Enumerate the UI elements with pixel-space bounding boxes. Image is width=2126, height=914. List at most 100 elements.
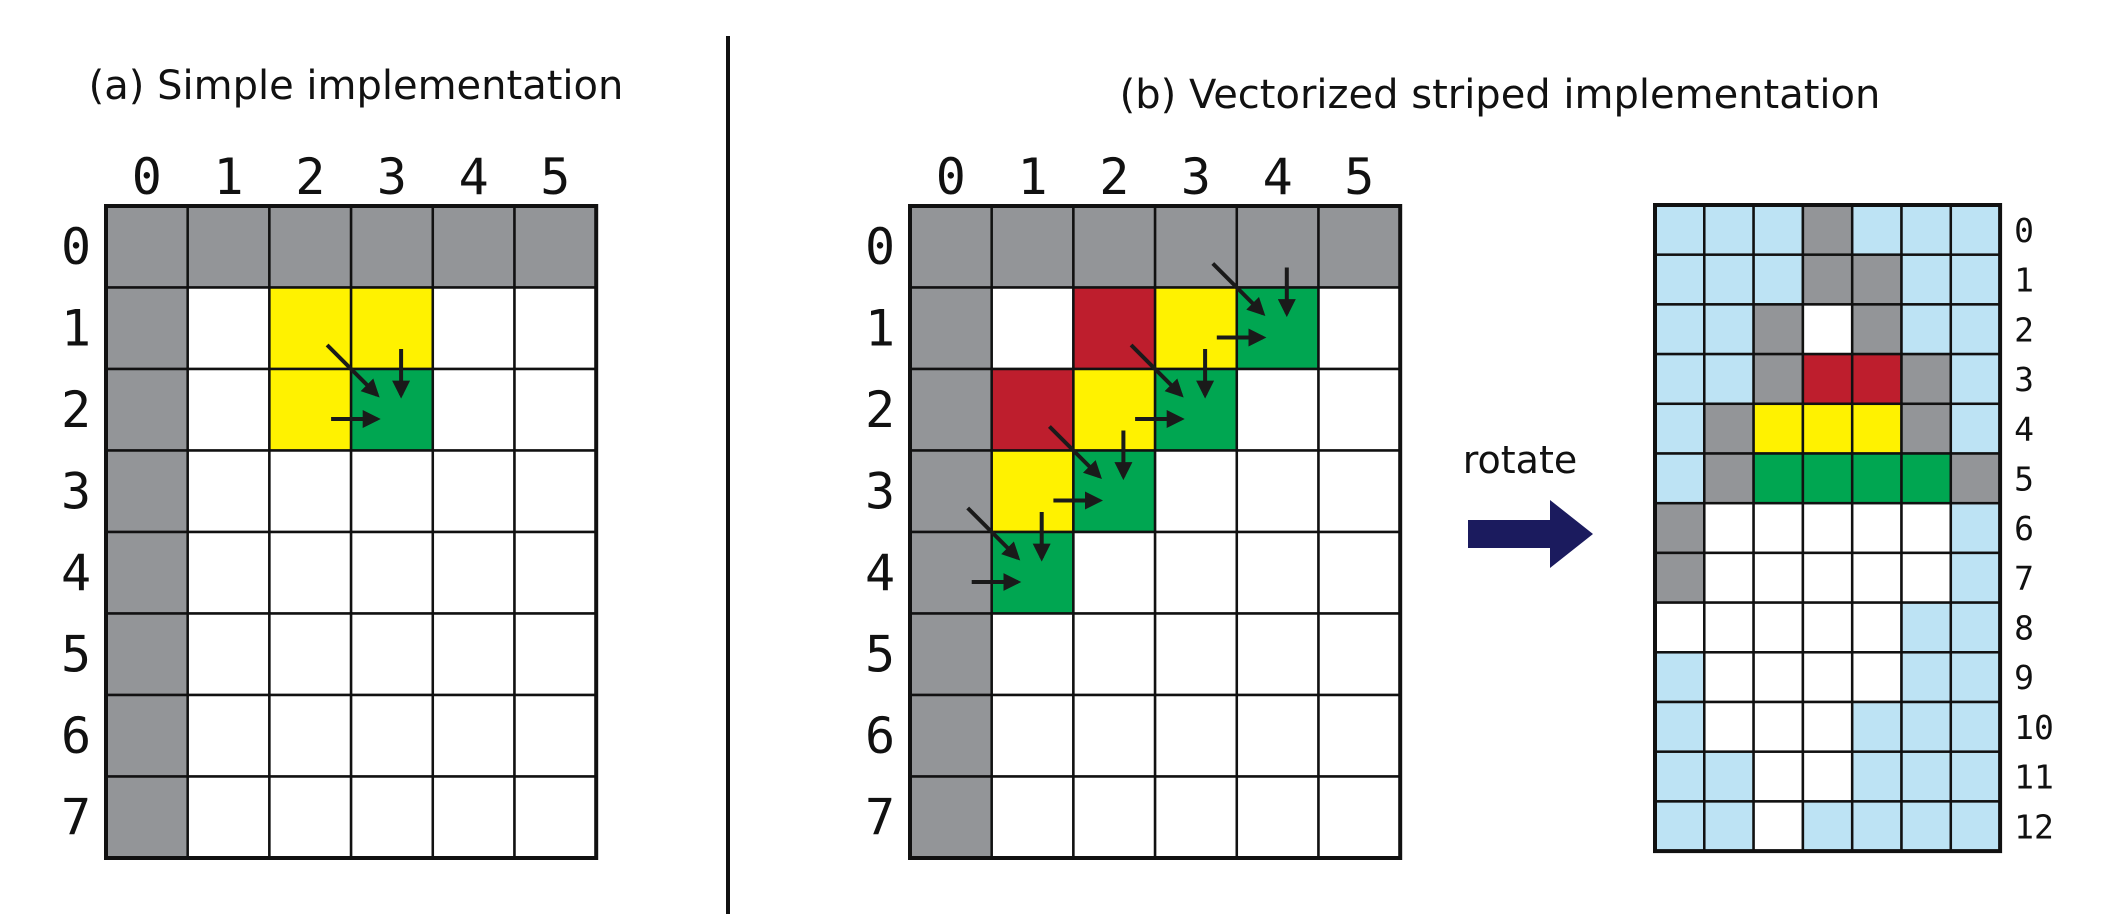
a-row-label: 5 [61,625,91,683]
a-col-label: 1 [213,148,243,206]
b-cell-r1-c1 [990,286,1075,371]
rot-cell-r4-c4 [1850,402,1903,455]
b-cell-r5-c5 [1317,612,1402,697]
rot-cell-r1-c3 [1801,253,1854,306]
b-grid-frame [908,204,1403,860]
b-cell-r5-c3 [1153,612,1239,697]
a-cell-r2-c0 [104,367,189,452]
a-grid-frame [104,204,599,860]
b-row-label: 7 [865,788,895,846]
rot-cell-r5-c3 [1801,452,1854,505]
rot-cell-r1-c6 [1949,253,2002,306]
a-diagonal-arrow [325,343,380,398]
b-cell-r7-c3 [1153,775,1239,860]
rot-cell-r6-c3 [1801,501,1854,555]
rot-cell-r11-c4 [1850,750,1903,803]
rot-cell-r3-c1 [1703,352,1755,406]
b-diagonal-arrow [1047,425,1102,480]
rot-cell-r7-c6 [1949,551,2002,604]
b-cell-r6-c5 [1317,693,1402,778]
b-cell-r4-c0 [908,530,993,615]
b-diagonal-arrow [966,506,1021,561]
b-cell-r1-c5 [1317,286,1402,371]
a-row-label: 2 [61,381,91,439]
b-row-label: 2 [865,381,895,439]
a-cell-r7-c5 [513,775,598,860]
rot-cell-r12-c4 [1850,800,1903,853]
a-cell-r1-c1 [186,286,271,371]
rot-cell-r6-c1 [1703,501,1755,555]
panel-a-title: (a) Simple implementation [89,63,624,109]
a-cell-r1-c5 [513,286,598,371]
a-cell-r6-c1 [186,693,271,778]
rot-cell-r11-c2 [1752,750,1805,803]
rot-cell-r12-c3 [1801,800,1854,853]
a-cell-r7-c2 [268,775,353,860]
a-cell-r4-c3 [349,530,435,615]
rot-cell-r3-c4 [1850,352,1903,406]
rot-cell-r7-c5 [1900,551,1953,604]
a-row-label: 4 [61,544,91,602]
a-cell-r3-c2 [268,449,353,534]
rot-cell-r10-c4 [1850,700,1903,753]
rot-cell-r10-c1 [1703,700,1755,753]
b-cell-r7-c0 [908,775,993,860]
a-cell-r7-c3 [349,775,435,860]
a-cell-r4-c1 [186,530,271,615]
rot-cell-r3-c0 [1653,352,1706,406]
rot-cell-r7-c2 [1752,551,1805,604]
rot-row-label: 7 [2014,559,2034,598]
panel-b-arrows [966,262,1296,591]
rot-cell-r7-c4 [1850,551,1903,604]
b-cell-r6-c3 [1153,693,1239,778]
rot-cell-r5-c1 [1703,452,1755,505]
b-cell-r6-c4 [1235,693,1320,778]
rot-cell-r6-c0 [1653,501,1706,555]
rot-cell-r10-c3 [1801,700,1854,753]
rot-cell-r0-c4 [1850,203,1903,256]
b-col-label: 5 [1344,148,1374,206]
b-cell-r0-c4 [1235,204,1320,289]
rot-cell-r2-c0 [1653,303,1706,356]
rot-cell-r9-c2 [1752,651,1805,704]
rot-cell-r4-c2 [1752,402,1805,455]
b-cell-r2-c5 [1317,367,1402,452]
a-cell-r0-c1 [186,204,271,289]
b-cell-r7-c4 [1235,775,1320,860]
a-cell-r7-c4 [431,775,516,860]
rot-cell-r6-c2 [1752,501,1805,555]
rot-cell-r10-c2 [1752,700,1805,753]
rot-cell-r8-c1 [1703,601,1755,654]
b-cell-r2-c0 [908,367,993,452]
rot-cell-r9-c1 [1703,651,1755,704]
rot-cell-r2-c6 [1949,303,2002,356]
b-cell-r5-c2 [1072,612,1157,697]
rot-cell-r6-c6 [1949,501,2002,555]
b-col-label: 2 [1099,148,1129,206]
rot-cell-r9-c3 [1801,651,1854,704]
rot-cell-r12-c6 [1949,800,2002,853]
rot-cell-r5-c0 [1653,452,1706,505]
b-row-label: 4 [865,544,895,602]
rot-cell-r5-c6 [1949,452,2002,505]
rot-cell-r6-c4 [1850,501,1903,555]
a-cell-r0-c0 [104,204,189,289]
rot-cell-r5-c4 [1850,452,1903,505]
b-row-label: 5 [865,625,895,683]
rot-cell-r7-c1 [1703,551,1755,604]
rot-cell-r10-c5 [1900,700,1953,753]
b-cell-r4-c3 [1153,530,1239,615]
b-row-label: 0 [865,218,895,276]
a-row-label: 1 [61,299,91,357]
rot-cell-r12-c2 [1752,800,1805,853]
rot-cell-r10-c6 [1949,700,2002,753]
a-cell-r2-c4 [431,367,516,452]
rot-cell-r11-c5 [1900,750,1953,803]
b-cell-r1-c3 [1153,286,1239,371]
rot-cell-r4-c3 [1801,402,1854,455]
rot-row-label: 0 [2014,211,2034,250]
b-cell-r4-c4 [1235,530,1320,615]
